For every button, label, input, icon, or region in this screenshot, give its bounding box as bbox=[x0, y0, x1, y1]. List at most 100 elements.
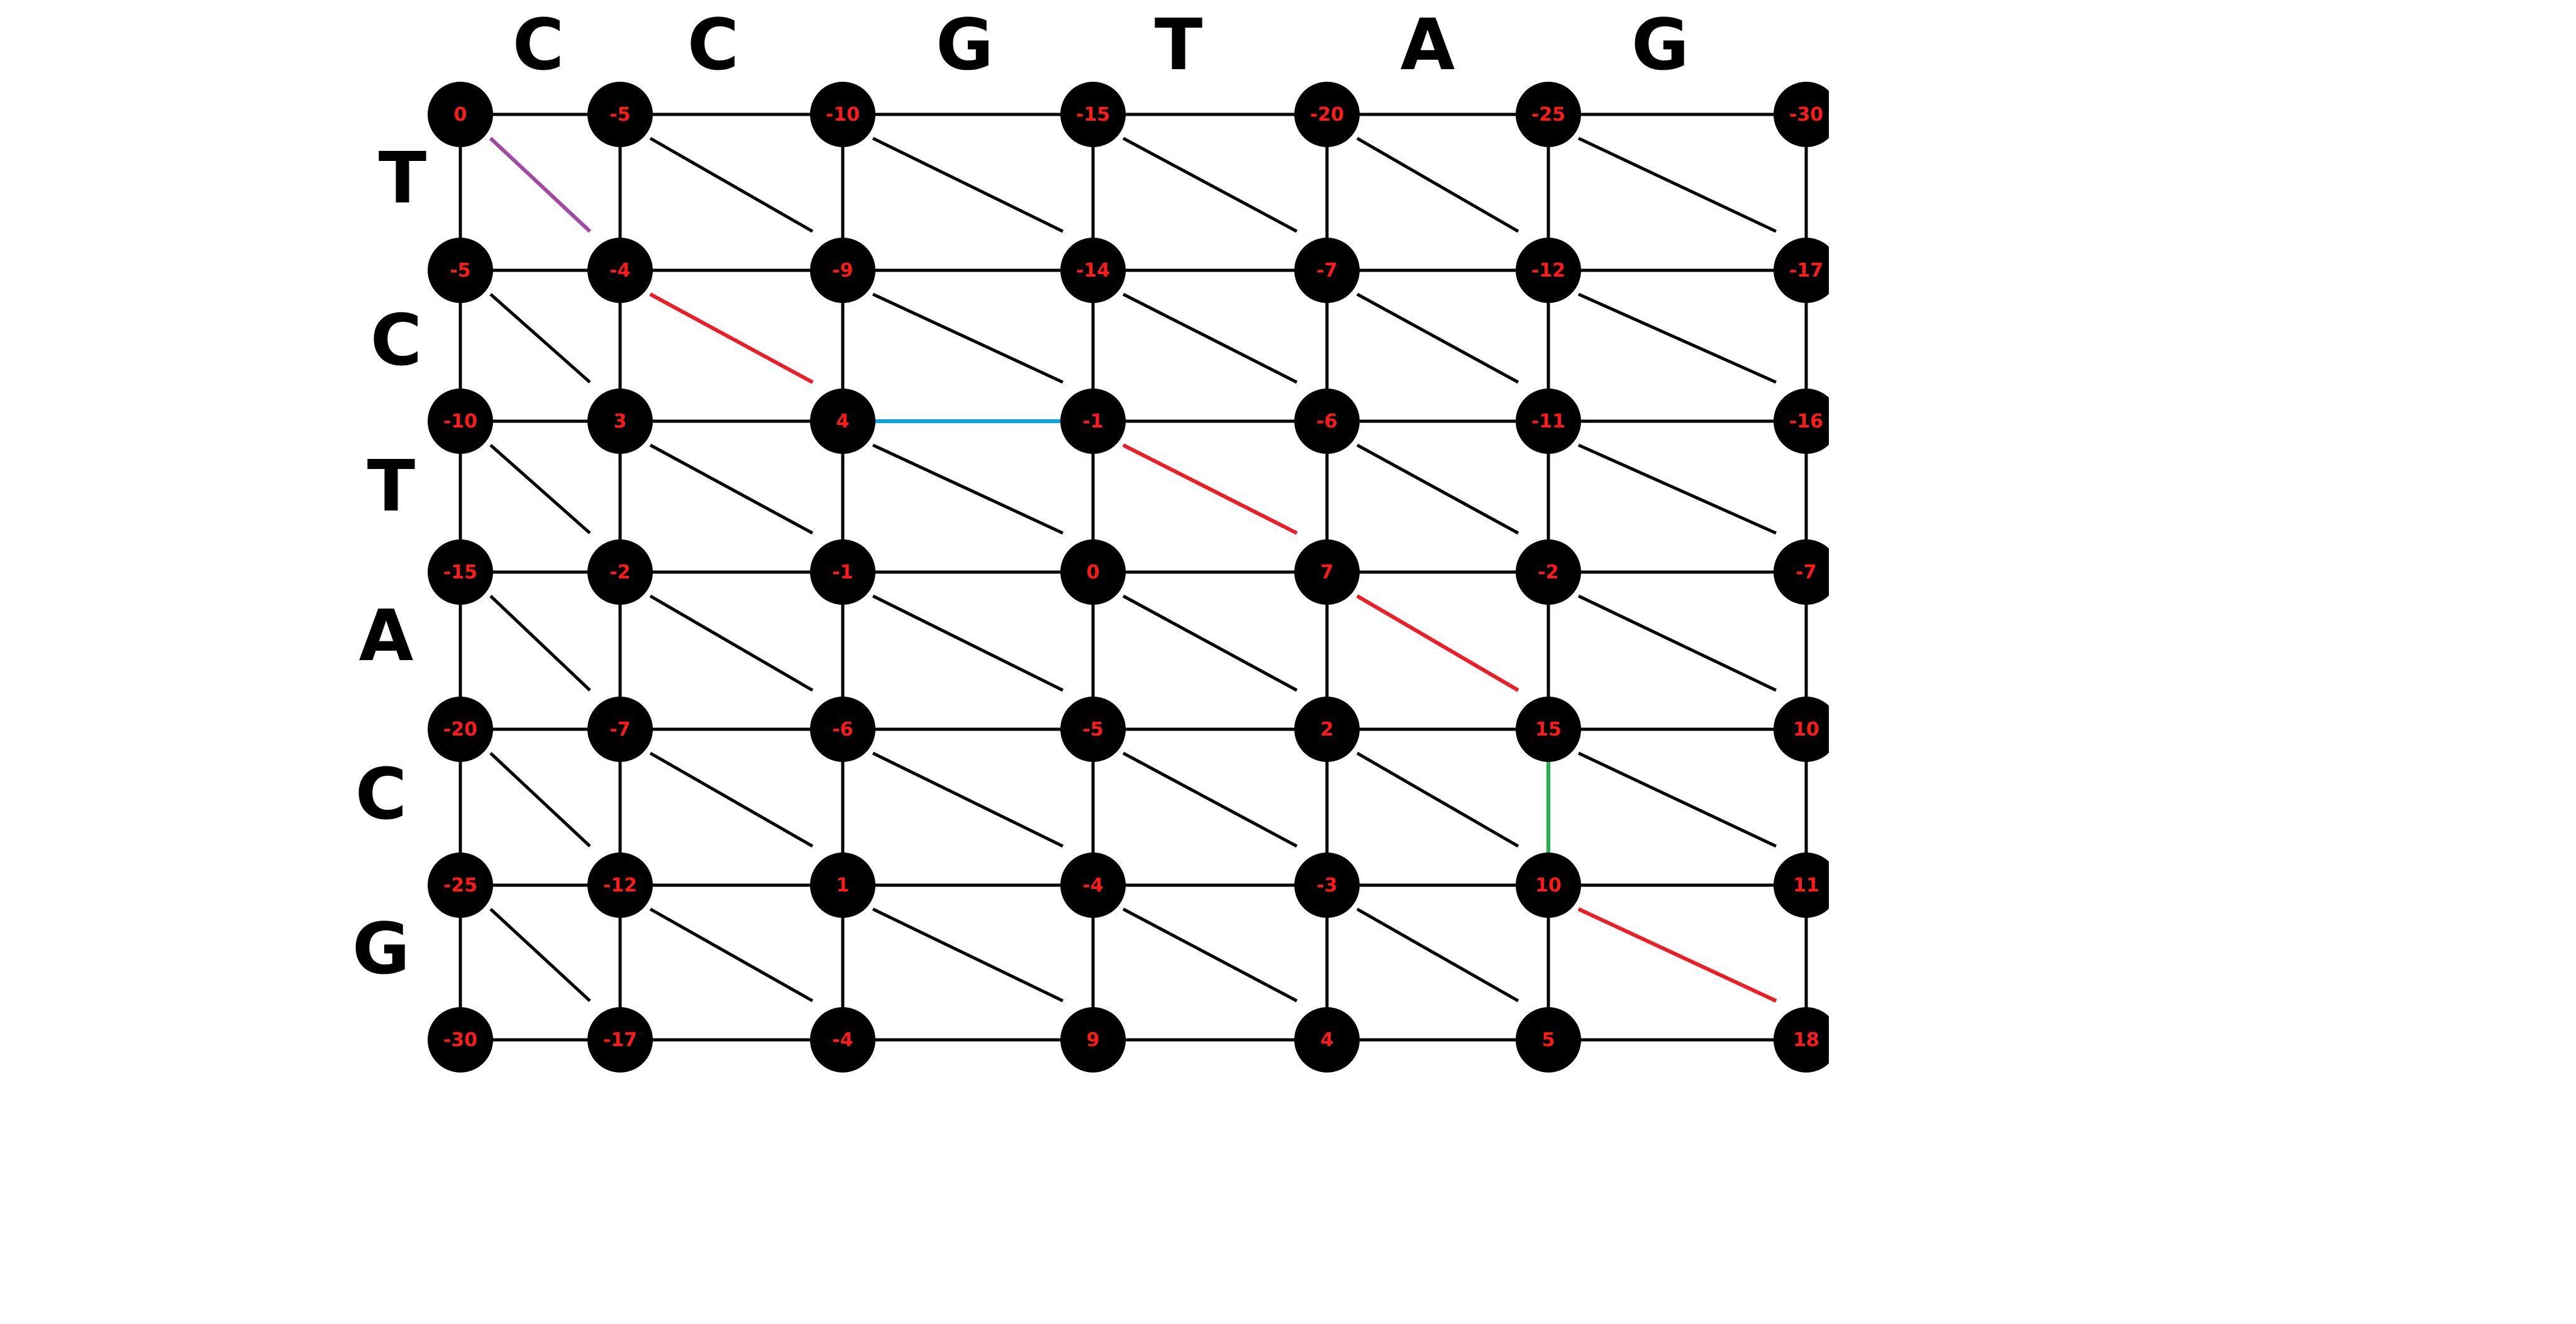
node-circle bbox=[810, 1007, 875, 1073]
score-node: -11 bbox=[1516, 389, 1581, 454]
diagonal-edge bbox=[1577, 751, 1777, 848]
score-node: 10 bbox=[1516, 852, 1581, 918]
node-score-label: -7 bbox=[1796, 561, 1816, 583]
side-sequence-letter: G bbox=[352, 908, 410, 990]
diagonal-edge bbox=[649, 751, 814, 848]
score-node: -30 bbox=[428, 1007, 493, 1073]
score-node: -25 bbox=[428, 852, 493, 918]
score-node: -30 bbox=[1774, 82, 1839, 147]
highlight-diagonal-edge bbox=[1356, 594, 1519, 692]
node-circle bbox=[1774, 697, 1839, 762]
side-sequence-letter: T bbox=[367, 446, 415, 527]
diagonal-edge bbox=[489, 293, 591, 383]
node-circle bbox=[1060, 238, 1126, 303]
node-circle bbox=[1774, 852, 1839, 918]
node-circle bbox=[428, 238, 493, 303]
traceback-highlights bbox=[489, 136, 1777, 1003]
diagonal-edge bbox=[489, 444, 591, 534]
node-circle bbox=[1516, 389, 1581, 454]
node-circle bbox=[810, 539, 875, 605]
node-score-label: 9 bbox=[1087, 1029, 1100, 1051]
node-score-label: -16 bbox=[1789, 411, 1823, 433]
score-node: -10 bbox=[810, 82, 875, 147]
diagonal-edge bbox=[1577, 136, 1777, 233]
score-node: 7 bbox=[1294, 539, 1360, 605]
score-node: 9 bbox=[1060, 1007, 1126, 1073]
score-node: -14 bbox=[1060, 238, 1126, 303]
node-circle bbox=[587, 697, 653, 762]
node-circle bbox=[587, 1007, 653, 1073]
node-score-label: -6 bbox=[1316, 411, 1337, 433]
node-score-label: 4 bbox=[1321, 1029, 1334, 1051]
node-circle bbox=[428, 1007, 493, 1073]
node-score-label: -15 bbox=[1076, 104, 1110, 126]
node-circle bbox=[810, 697, 875, 762]
grid-edges bbox=[458, 113, 1808, 1042]
node-circle bbox=[810, 238, 875, 303]
node-score-label: 10 bbox=[1793, 719, 1819, 741]
score-node: 10 bbox=[1774, 697, 1839, 762]
score-node: 5 bbox=[1516, 1007, 1581, 1073]
diagonal-edge bbox=[872, 443, 1064, 535]
node-score-label: -25 bbox=[443, 874, 477, 896]
score-node: -4 bbox=[587, 238, 653, 303]
node-circle bbox=[428, 539, 493, 605]
diagonal-edge bbox=[872, 136, 1064, 233]
score-node: -3 bbox=[1294, 852, 1360, 918]
node-score-label: -10 bbox=[826, 104, 860, 126]
diagonal-edge bbox=[1577, 594, 1777, 692]
score-node: -17 bbox=[587, 1007, 653, 1073]
node-score-label: 3 bbox=[614, 411, 627, 433]
node-circle bbox=[1294, 82, 1360, 147]
score-node: -9 bbox=[810, 238, 875, 303]
node-score-label: 1 bbox=[836, 874, 850, 896]
side-sequence-letter: C bbox=[370, 300, 422, 382]
diagonal-edge bbox=[1122, 136, 1298, 233]
node-score-label: -3 bbox=[1316, 874, 1337, 896]
node-score-label: -5 bbox=[450, 260, 470, 282]
score-node: -2 bbox=[1516, 539, 1581, 605]
node-circle bbox=[1294, 697, 1360, 762]
diagonal-edge bbox=[872, 907, 1064, 1003]
score-node: -25 bbox=[1516, 82, 1581, 147]
node-circle bbox=[1294, 389, 1360, 454]
score-node: 0 bbox=[428, 82, 493, 147]
node-circle bbox=[1060, 539, 1126, 605]
diagonal-edge bbox=[649, 594, 814, 692]
score-node: -15 bbox=[428, 539, 493, 605]
node-circle bbox=[1060, 1007, 1126, 1073]
node-circle bbox=[1060, 697, 1126, 762]
top-sequence-letter: A bbox=[1401, 4, 1455, 86]
node-score-label: 11 bbox=[1793, 874, 1819, 896]
node-circle bbox=[1060, 389, 1126, 454]
score-node: -1 bbox=[1060, 389, 1126, 454]
score-node: -2 bbox=[587, 539, 653, 605]
node-circle bbox=[1774, 82, 1839, 147]
node-score-label: -7 bbox=[1316, 260, 1337, 282]
node-circle bbox=[1294, 852, 1360, 918]
node-circle bbox=[428, 697, 493, 762]
node-score-label: 15 bbox=[1535, 719, 1562, 741]
node-circle bbox=[428, 389, 493, 454]
score-node: 3 bbox=[587, 389, 653, 454]
diagonal-edge bbox=[1577, 292, 1777, 384]
node-score-label: 0 bbox=[454, 104, 467, 126]
score-node: 18 bbox=[1774, 1007, 1839, 1073]
node-score-label: -30 bbox=[443, 1029, 477, 1051]
node-score-label: -6 bbox=[832, 719, 853, 741]
node-score-label: -17 bbox=[1789, 260, 1823, 282]
diagonal-edge bbox=[649, 907, 814, 1003]
score-node: -12 bbox=[1516, 238, 1581, 303]
score-node: -1 bbox=[810, 539, 875, 605]
node-score-label: -4 bbox=[1082, 874, 1103, 896]
score-node: -7 bbox=[1294, 238, 1360, 303]
node-score-label: 2 bbox=[1321, 719, 1334, 741]
node-score-label: -15 bbox=[443, 561, 477, 583]
diagonal-edge bbox=[1356, 292, 1519, 384]
node-score-label: -12 bbox=[603, 874, 637, 896]
node-score-label: -12 bbox=[1531, 260, 1565, 282]
